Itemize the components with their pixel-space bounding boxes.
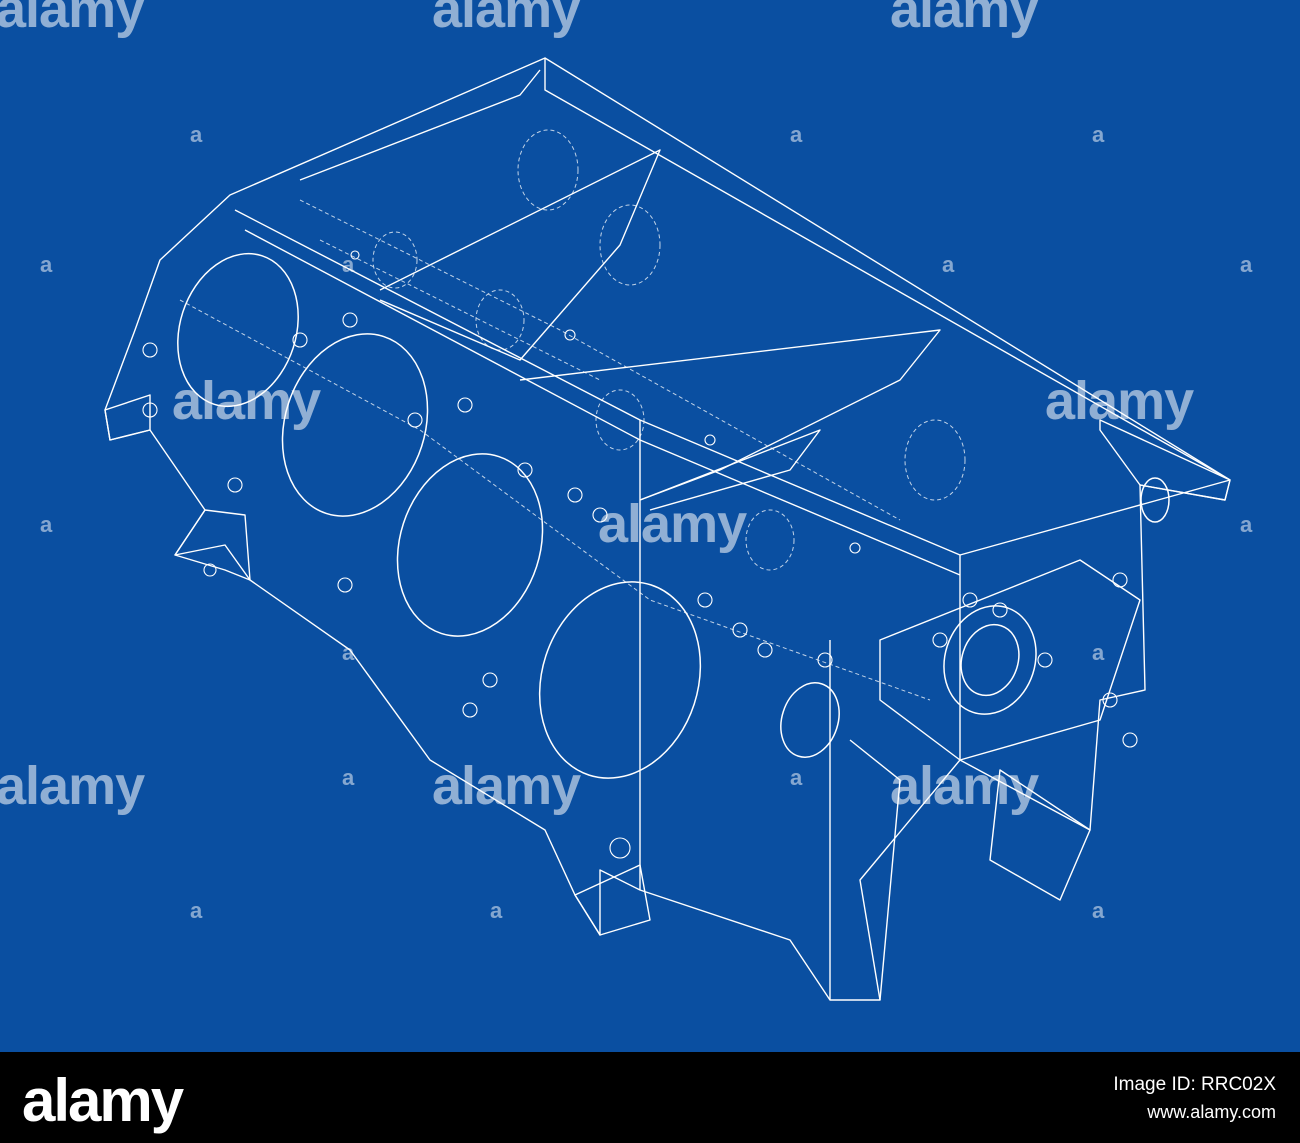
watermark-text: alamy	[172, 371, 321, 431]
watermark-mark: a	[1092, 640, 1104, 665]
head-bolt-hole	[1102, 692, 1118, 708]
watermark-mark: a	[40, 252, 52, 277]
front-face	[639, 420, 961, 1000]
crank-seal-inner	[960, 623, 1020, 697]
head-bolt-hole	[1112, 572, 1128, 588]
watermark-text: alamy	[432, 756, 581, 816]
watermark-mark: a	[790, 765, 802, 790]
head-bolt-hole	[1122, 732, 1138, 748]
head-bolt-hole	[203, 563, 217, 577]
watermark-mark: a	[790, 122, 802, 147]
mount-bracket	[174, 509, 251, 581]
watermark-text: alamy	[0, 0, 145, 39]
crank-journal-hidden	[372, 231, 418, 289]
head-bolt-hole	[732, 622, 748, 638]
watermark-text: alamy	[890, 0, 1039, 39]
watermark-text: alamy	[0, 756, 145, 816]
cylinder-bore-1	[177, 252, 299, 408]
cylinder-bore-4	[538, 581, 702, 779]
watermark-mark: a	[1240, 512, 1252, 537]
crank-seal-bore	[943, 605, 1037, 715]
head-bolt-hole	[517, 462, 533, 478]
top-rail	[299, 58, 1231, 481]
head-bolt-hole	[609, 837, 631, 859]
watermark-mark: a	[342, 252, 354, 277]
watermark-text: alamy	[432, 0, 581, 39]
cylinder-bore-2	[281, 333, 429, 517]
watermark-mark: a	[1240, 252, 1252, 277]
watermark-mark: a	[342, 640, 354, 665]
watermark-mark: a	[342, 765, 354, 790]
crank-journal-hidden	[595, 389, 645, 451]
head-bolt-hole	[704, 434, 716, 446]
head-bolt-hole	[1037, 652, 1053, 668]
head-bolt-hole	[142, 342, 158, 358]
watermark-mark: a	[190, 122, 202, 147]
image-id-label: Image ID: RRC02X	[1113, 1074, 1276, 1095]
engine-block-drawing	[104, 57, 1231, 1001]
valley-rib-2	[519, 329, 941, 501]
head-bolt-hole	[337, 577, 353, 593]
head-bolt-hole	[992, 602, 1008, 618]
crank-journal-hidden	[745, 509, 795, 571]
piston-hidden	[599, 204, 661, 286]
front-dowel	[574, 864, 651, 936]
head-bolt-hole	[567, 487, 583, 503]
piston-hidden	[517, 129, 579, 211]
head-bolt-hole	[482, 672, 498, 688]
front-plate-bore	[1140, 477, 1170, 523]
head-bolt-hole	[564, 329, 576, 341]
cylinder-bore-3	[396, 453, 544, 637]
head-bolt-hole	[457, 397, 473, 413]
head-bolt-hole	[932, 632, 948, 648]
watermark-mark: a	[490, 898, 502, 923]
valley-rib-1	[379, 149, 661, 361]
footer-bar: alamy Image ID: RRC02X www.alamy.com	[0, 1052, 1300, 1143]
hidden-edge	[179, 199, 931, 701]
head-bolt-hole	[342, 312, 358, 328]
watermark-mark: a	[40, 512, 52, 537]
lower-skirt	[849, 739, 1091, 1001]
deck-edge	[234, 209, 1231, 556]
footer-logo: alamy	[22, 1067, 184, 1134]
watermark-mark: a	[190, 898, 202, 923]
left-dowel	[104, 394, 151, 441]
head-bolt-hole	[142, 402, 158, 418]
footer-meta: Image ID: RRC02X www.alamy.com	[1113, 1074, 1276, 1123]
head-bolt-hole	[849, 542, 861, 554]
watermark-text: alamy	[598, 494, 747, 554]
blueprint-canvas: alamy alamy alamy alamy alamy alamy alam…	[0, 0, 1300, 1052]
head-bolt-hole	[292, 332, 308, 348]
watermark-mark: a	[942, 252, 954, 277]
front-bore	[780, 682, 840, 758]
watermark-text: alamy	[890, 756, 1039, 816]
crank-journal-hidden	[475, 289, 525, 351]
valley-rib-3	[639, 429, 821, 511]
head-bolt-hole	[227, 477, 243, 493]
head-bolt-hole	[350, 250, 360, 260]
front-flange	[879, 559, 1141, 761]
head-bolt-hole	[697, 592, 713, 608]
head-bolt-hole	[592, 507, 608, 523]
site-url: www.alamy.com	[1147, 1102, 1276, 1122]
head-bolt-hole	[962, 592, 978, 608]
watermark-text: alamy	[1045, 371, 1194, 431]
watermark-mark: a	[1092, 122, 1104, 147]
head-bolt-hole	[757, 642, 773, 658]
front-plate	[1099, 419, 1231, 501]
watermark-mark: a	[1092, 898, 1104, 923]
head-bolt-hole	[462, 702, 478, 718]
piston-hidden	[904, 419, 966, 501]
